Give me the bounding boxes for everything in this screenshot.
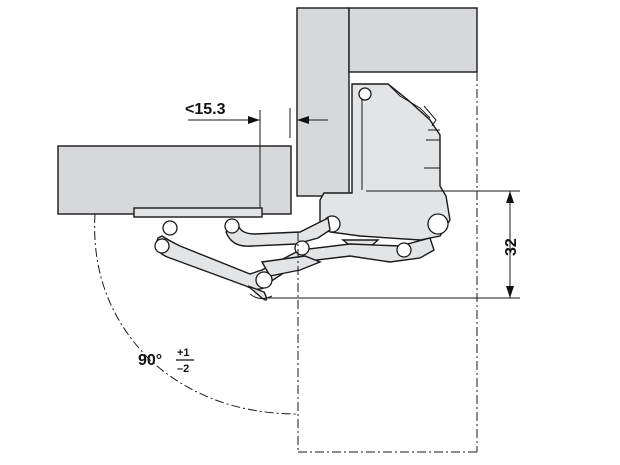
pivot-pin — [358, 87, 372, 101]
cabinet-top-panel — [348, 7, 478, 73]
hinge-mounting-base — [319, 83, 451, 241]
angle-tolerance-plus: +1 — [177, 347, 190, 359]
hinge-cup-plate — [133, 207, 263, 218]
angle-label: 90° — [138, 352, 162, 369]
pivot-pin — [255, 271, 273, 289]
pivot-pin — [162, 220, 178, 236]
dimension-label-left: <15.3 — [185, 101, 226, 118]
angle-tolerance-minus: –2 — [177, 363, 189, 375]
pivot-pin — [427, 213, 449, 235]
pivot-pin — [294, 240, 310, 256]
pivot-pin — [224, 218, 240, 234]
cabinet-side-panel — [296, 7, 350, 197]
dimension-label-right: 32 — [503, 238, 520, 256]
hinge-arm-upper — [225, 216, 331, 247]
door-panel — [57, 145, 292, 215]
pivot-pin — [154, 238, 170, 254]
pivot-pin — [396, 242, 412, 258]
